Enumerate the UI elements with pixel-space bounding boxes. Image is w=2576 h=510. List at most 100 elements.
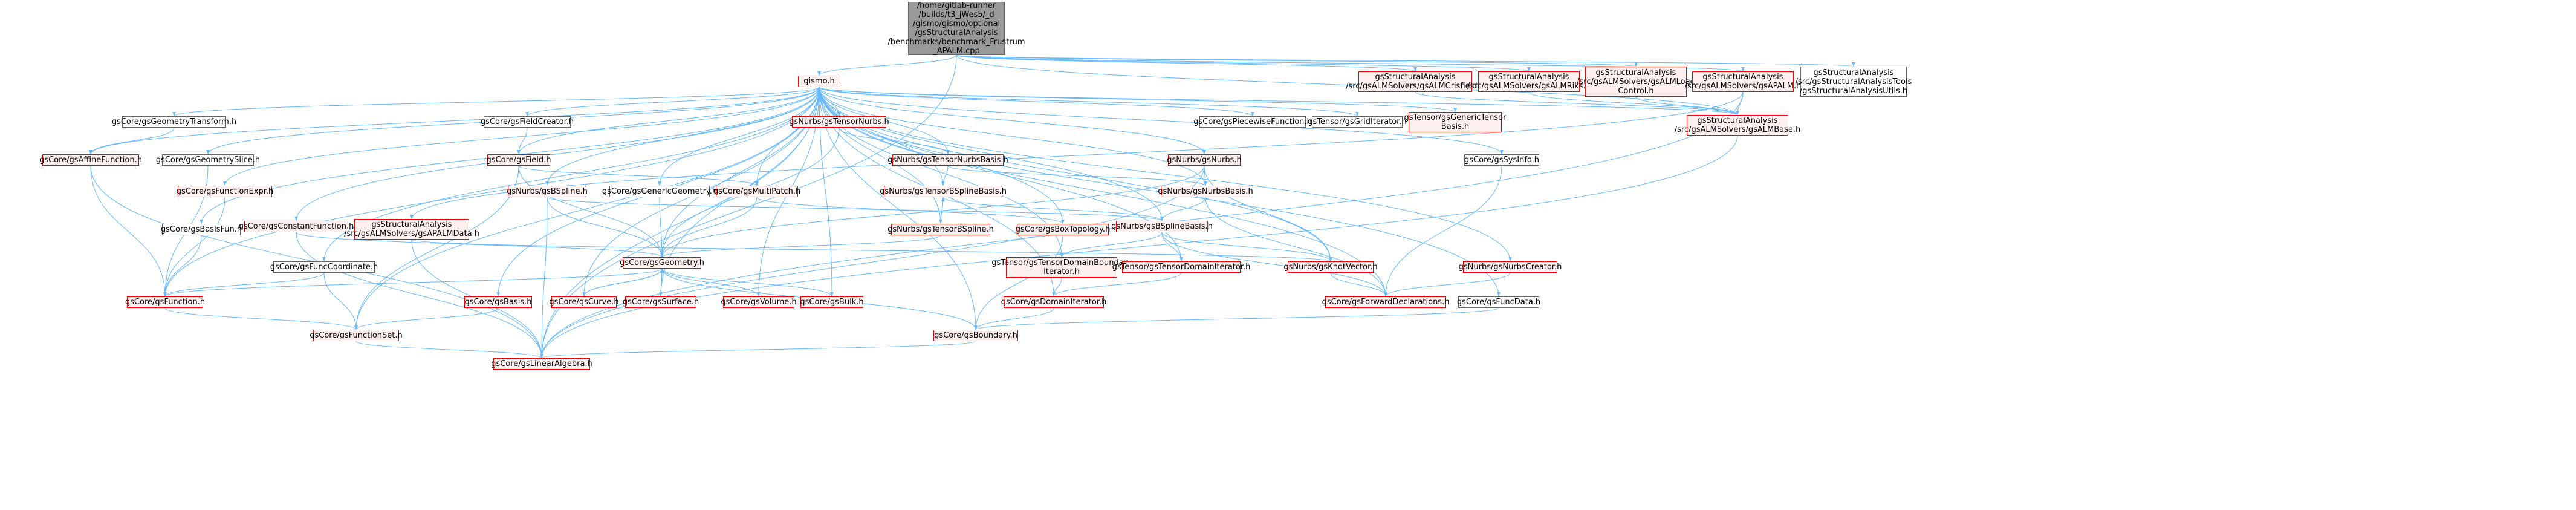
edge-funccoord-to-function [163, 272, 325, 297]
edge-root-to-apalm [956, 54, 1745, 72]
edge-gismo-to-function [163, 87, 820, 297]
node-tensor-domain-iterator[interactable]: gsTensor/gsTensorDomainIterator.h [1112, 261, 1251, 273]
node-nurbs[interactable]: gsNurbs/gsNurbs.h [1167, 154, 1242, 166]
edge-curve-to-geometry [583, 268, 664, 297]
node-constant-function[interactable]: gsCore/gsConstantFunction.h [238, 221, 354, 232]
edge-root-to-almload [956, 54, 1637, 67]
node-knot-vector[interactable]: gsNurbs/gsKnotVector.h [1283, 261, 1378, 273]
edge-gismo-to-funcdata [819, 87, 1501, 297]
node-box-topology[interactable]: gsCore/gsBoxTopology.h [1015, 224, 1111, 235]
edge-constantfunc-to-linearalgebra [296, 232, 543, 359]
edge-gismo-to-functionexpr [223, 87, 820, 186]
edge-basis-to-functionset [354, 307, 499, 330]
edge-gismo-to-tensorbspline [819, 87, 942, 224]
edge-gismo-to-bsplinebasis [819, 87, 1164, 221]
node-func-data[interactable]: gsCore/gsFuncData.h [1456, 296, 1541, 308]
edge-surface-to-geometry [660, 268, 664, 297]
node-nurbs-basis[interactable]: gsNurbs/gsNurbsBasis.h [1158, 186, 1253, 197]
edge-tensorbsplinebasis-to-bsplinebasis [942, 197, 1164, 221]
edge-field-to-multipatch [518, 165, 759, 186]
node-generic-tensor-basis[interactable]: gsTensor/gsGenericTensor Basis.h [1404, 112, 1507, 132]
node-volume[interactable]: gsCore/gsVolume.h [721, 296, 797, 308]
edge-nurbsbasis-to-bsplinebasis [1160, 197, 1206, 221]
edge-multipatch-to-geometry [660, 197, 758, 258]
node-multi-patch[interactable]: gsCore/gsMultiPatch.h [713, 186, 801, 197]
node-field-creator[interactable]: gsCore/gsFieldCreator.h [480, 116, 574, 128]
edge-gismo-to-linearalgebra [540, 87, 820, 359]
edge-gismo-to-constantfunc [294, 87, 820, 221]
edge-gismo-to-nurbs [819, 87, 1206, 155]
edge-bsplinebasis-to-tensordomainiter [1161, 232, 1183, 262]
node-bulk[interactable]: gsCore/gsBulk.h [800, 296, 864, 308]
edge-funcdata-to-boundary [974, 307, 1499, 330]
edge-nurbs-to-knotvector [1204, 165, 1332, 262]
node-curve[interactable]: gsCore/gsCurve.h [549, 296, 619, 308]
node-alm-riks[interactable]: gsStructuralAnalysis /src/gsALMSolvers/g… [1467, 71, 1591, 92]
edge-genericgeom-to-geometry [659, 197, 664, 258]
node-generic-geometry[interactable]: gsCore/gsGenericGeometry.h [602, 186, 718, 197]
edge-knotvector-to-forwarddecl [1330, 272, 1387, 297]
node-apalm[interactable]: gsStructuralAnalysis /src/gsALMSolvers/g… [1684, 71, 1802, 92]
edge-functionexpr-to-function [163, 197, 225, 297]
edge-nurbsbasis-to-forwarddecl [1205, 197, 1387, 297]
node-function-expr[interactable]: gsCore/gsFunctionExpr.h [176, 186, 274, 197]
node-geometry[interactable]: gsCore/gsGeometry.h [620, 257, 704, 269]
edge-geometry-to-bulk [661, 268, 834, 297]
edge-gismo-to-affinefunc [89, 87, 820, 155]
node-affine-function[interactable]: gsCore/gsAffineFunction.h [39, 154, 142, 166]
node-domain-iterator[interactable]: gsCore/gsDomainIterator.h [1001, 296, 1107, 308]
node-tensor-domain-boundary-iterator[interactable]: gsTensor/gsTensorDomainBoundary Iterator… [991, 257, 1132, 278]
node-field[interactable]: gsCore/gsField.h [486, 154, 551, 166]
node-alm-load-control[interactable]: gsStructuralAnalysis /src/gsALMSolvers/g… [1577, 67, 1695, 97]
edge-tensornurbsbasis-to-tensorbsplinebasis [941, 165, 949, 186]
edge-root-to-gismo [817, 54, 957, 76]
node-geometry-slice[interactable]: gsCore/gsGeometrySlice.h [155, 154, 261, 166]
node-sys-info[interactable]: gsCore/gsSysInfo.h [1464, 154, 1539, 166]
node-bspline[interactable]: gsNurbs/gsBSpline.h [507, 186, 588, 197]
edge-apalmdata-to-knotvector [411, 239, 1332, 262]
node-tensor-bspline[interactable]: gsNurbs/gsTensorBSpline.h [887, 224, 994, 235]
node-func-coordinate[interactable]: gsCore/gsFuncCoordinate.h [270, 261, 378, 273]
edge-gismo-to-piecewise [819, 87, 1254, 117]
node-function[interactable]: gsCore/gsFunction.h [125, 296, 206, 308]
edge-gismo-to-geometry [660, 87, 820, 258]
node-linear-algebra[interactable]: gsCore/gsLinearAlgebra.h [491, 358, 592, 370]
node-gismo[interactable]: gismo.h [798, 76, 840, 87]
node-geometry-transform[interactable]: gsCore/gsGeometryTransform.h [111, 116, 237, 128]
edge-gismo-to-griditerator [819, 87, 1359, 117]
edge-root-to-almbase [956, 54, 1739, 116]
node-structural-analysis-utils[interactable]: gsStructuralAnalysis /src/gsStructuralAn… [1796, 67, 1912, 97]
node-bspline-basis[interactable]: gsNurbs/gsBSplineBasis.h [1111, 221, 1213, 232]
node-tensor-bspline-basis[interactable]: gsNurbs/gsTensorBSplineBasis.h [880, 186, 1007, 197]
edge-domainiter-to-boundary [974, 307, 1054, 330]
edge-nurbs-to-geometry [660, 165, 1205, 258]
edge-nurbscreator-to-forwarddecl [1384, 272, 1511, 297]
edge-root-to-utils [956, 54, 1855, 67]
node-alm-crisfield[interactable]: gsStructuralAnalysis /src/gsALMSolvers/g… [1346, 71, 1485, 92]
node-basis-fun[interactable]: gsCore/gsBasisFun.h [160, 224, 242, 235]
edge-fieldcreator-to-field [517, 127, 528, 155]
edge-basisfun-to-function [163, 235, 202, 297]
edge-almriks-to-almbase [1528, 91, 1739, 116]
node-basis[interactable]: gsCore/gsBasis.h [464, 296, 532, 308]
edge-funccoord-to-functionset [323, 272, 358, 330]
node-function-set[interactable]: gsCore/gsFunctionSet.h [310, 330, 403, 341]
edge-multipatch-to-boxtopology [756, 197, 1065, 224]
node-root-benchmark-frustrum-apalm[interactable]: /home/gitlab-runner /builds/t3_jWes5/_d … [887, 1, 1025, 56]
edge-geometry-to-function [163, 268, 663, 297]
edge-function-to-functionset [164, 307, 358, 330]
node-alm-base[interactable]: gsStructuralAnalysis /src/gsALMSolvers/g… [1674, 115, 1801, 136]
node-grid-iterator[interactable]: gsTensor/gsGridIterator.h [1308, 116, 1407, 128]
node-forward-declarations[interactable]: gsCore/gsForwardDeclarations.h [1322, 296, 1450, 308]
edge-tensornurbsbasis-to-nurbsbasis [947, 165, 1207, 186]
node-tensor-nurbs-basis[interactable]: gsNurbs/gsTensorNurbsBasis.h [887, 154, 1008, 166]
node-piecewise-function[interactable]: gsCore/gsPiecewiseFunction.h [1193, 116, 1312, 128]
edge-apalm-to-almbase [1736, 91, 1744, 116]
node-nurbs-creator[interactable]: gsNurbs/gsNurbsCreator.h [1458, 261, 1562, 273]
node-surface[interactable]: gsCore/gsSurface.h [622, 296, 699, 308]
edge-functionset-to-linearalgebra [355, 341, 543, 359]
node-tensor-nurbs[interactable]: gsNurbs/gsTensorNurbs.h [789, 116, 889, 128]
node-apalm-data[interactable]: gsStructuralAnalysis /src/gsALMSolvers/g… [344, 219, 479, 240]
node-boundary[interactable]: gsCore/gsBoundary.h [933, 330, 1018, 341]
